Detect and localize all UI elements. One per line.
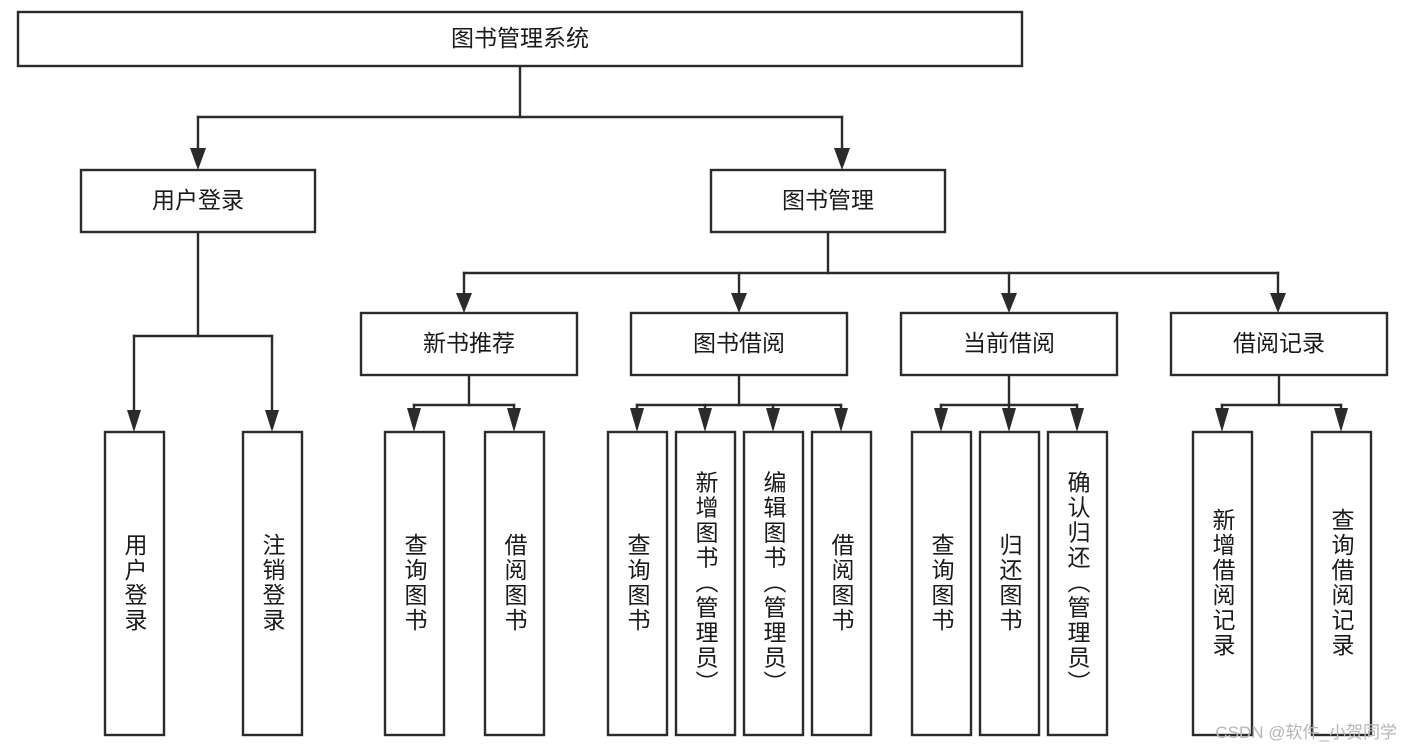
arrow-head-leaf-edit-book <box>766 408 780 432</box>
arrow-head-current-borrow <box>1001 293 1017 313</box>
node-new-book-recommend-label: 新书推荐 <box>423 330 515 356</box>
node-leaf-user-login[interactable]: 用户登录 <box>103 430 166 737</box>
node-leaf-add-book[interactable]: 新增图书（管理员） <box>674 430 737 737</box>
node-leaf-confirm-return-box[interactable] <box>1046 430 1109 737</box>
node-user-login-label: 用户登录 <box>152 187 244 213</box>
connector-group-current-borrow <box>934 373 1084 432</box>
node-leaf-confirm-return[interactable]: 确认归还（管理员） <box>1046 430 1109 737</box>
node-leaf-query-book-3[interactable]: 查询图书 <box>910 430 973 737</box>
node-leaf-query-book-3-box[interactable] <box>910 430 973 737</box>
node-book-manage-label: 图书管理 <box>782 187 874 213</box>
node-book-borrow-box[interactable] <box>629 311 849 377</box>
arrow-head-leaf-return-book <box>1002 408 1016 432</box>
node-leaf-edit-book-box[interactable] <box>742 430 805 737</box>
arrow-head-leaf-add-record <box>1215 408 1229 432</box>
arrow-head-leaf-add-book <box>698 408 712 432</box>
node-leaf-borrow-book-2[interactable]: 借阅图书 <box>810 430 873 737</box>
node-leaf-query-record-label: 查询借阅记录 <box>1328 508 1355 658</box>
node-leaf-query-book-1[interactable]: 查询图书 <box>383 430 446 737</box>
node-book-borrow-label: 图书借阅 <box>693 330 785 356</box>
arrow-head-leaf-borrow-book-2 <box>834 408 848 432</box>
node-leaf-edit-book-label: 编辑图书（管理员） <box>760 471 787 696</box>
node-leaf-query-record[interactable]: 查询借阅记录 <box>1310 430 1373 737</box>
node-leaf-borrow-book-1-box[interactable] <box>483 430 546 737</box>
node-leaf-add-book-box[interactable] <box>674 430 737 737</box>
node-leaf-logout-login[interactable]: 注销登录 <box>241 430 304 737</box>
node-book-manage-box[interactable] <box>709 168 947 234</box>
arrow-head-book-borrow <box>731 293 747 313</box>
arrow-head-leaf-query-book-2 <box>630 408 644 432</box>
connector-group-book-borrow <box>630 373 848 432</box>
node-current-borrow-box[interactable] <box>899 311 1119 377</box>
connector-group-new-book-recommend <box>407 373 521 432</box>
node-root[interactable]: 图书管理系统 <box>16 10 1024 68</box>
node-borrow-record-label: 借阅记录 <box>1233 330 1325 356</box>
node-leaf-borrow-book-1-label: 借阅图书 <box>501 533 528 633</box>
node-leaf-edit-book[interactable]: 编辑图书（管理员） <box>742 430 805 737</box>
node-current-borrow[interactable]: 当前借阅 <box>899 311 1119 377</box>
node-root-label: 图书管理系统 <box>451 25 589 51</box>
arrow-head-leaf-query-record <box>1334 408 1348 432</box>
connector-group-user-login <box>127 230 279 432</box>
node-leaf-add-book-label: 新增图书（管理员） <box>692 471 719 696</box>
node-leaf-query-book-2-label: 查询图书 <box>624 533 651 633</box>
node-leaf-user-login-label: 用户登录 <box>121 533 148 633</box>
connector-group-borrow-record <box>1215 373 1348 432</box>
node-leaf-borrow-book-1[interactable]: 借阅图书 <box>483 430 546 737</box>
node-root-box[interactable] <box>16 10 1024 68</box>
node-leaf-borrow-book-2-label: 借阅图书 <box>828 533 855 633</box>
node-leaf-borrow-book-2-box[interactable] <box>810 430 873 737</box>
node-leaf-query-book-1-label: 查询图书 <box>401 533 428 633</box>
node-borrow-record-box[interactable] <box>1169 311 1389 377</box>
node-leaf-query-book-1-box[interactable] <box>383 430 446 737</box>
node-leaf-query-book-3-label: 查询图书 <box>928 533 955 633</box>
node-leaf-return-book-label: 归还图书 <box>996 533 1023 633</box>
node-leaf-return-book[interactable]: 归还图书 <box>978 430 1041 737</box>
node-leaf-return-book-box[interactable] <box>978 430 1041 737</box>
connector-group-book-manage <box>456 230 1286 313</box>
connector-group-root <box>190 64 850 170</box>
node-user-login-box[interactable] <box>79 168 317 234</box>
node-leaf-add-record-label: 新增借阅记录 <box>1209 508 1236 658</box>
node-leaf-query-book-2[interactable]: 查询图书 <box>606 430 669 737</box>
arrow-head-leaf-user-login <box>127 410 141 432</box>
node-leaf-logout-login-label: 注销登录 <box>259 533 286 633</box>
node-new-book-recommend-box[interactable] <box>359 311 579 377</box>
node-leaf-query-book-2-box[interactable] <box>606 430 669 737</box>
arrow-head-user-login <box>190 148 206 170</box>
arrow-head-new-book-recommend <box>456 293 472 313</box>
arrow-head-leaf-borrow-book-1 <box>507 408 521 432</box>
csdn-watermark: CSDN @软件_小贺同学 <box>1215 723 1397 742</box>
arrow-head-book-manage <box>834 148 850 170</box>
node-book-borrow[interactable]: 图书借阅 <box>629 311 849 377</box>
node-leaf-add-record-box[interactable] <box>1191 430 1254 737</box>
node-leaf-query-record-box[interactable] <box>1310 430 1373 737</box>
node-current-borrow-label: 当前借阅 <box>963 330 1055 356</box>
node-new-book-recommend[interactable]: 新书推荐 <box>359 311 579 377</box>
node-leaf-user-login-box[interactable] <box>103 430 166 737</box>
node-book-manage[interactable]: 图书管理 <box>709 168 947 234</box>
node-leaf-confirm-return-label: 确认归还（管理员） <box>1064 471 1091 696</box>
arrow-head-leaf-query-book-1 <box>407 408 421 432</box>
node-borrow-record[interactable]: 借阅记录 <box>1169 311 1389 377</box>
node-leaf-add-record[interactable]: 新增借阅记录 <box>1191 430 1254 737</box>
arrow-head-leaf-confirm-return <box>1070 408 1084 432</box>
arrow-head-borrow-record <box>1270 293 1286 313</box>
node-user-login[interactable]: 用户登录 <box>79 168 317 234</box>
arrow-head-leaf-logout-login <box>265 410 279 432</box>
arrow-head-leaf-query-book-3 <box>934 408 948 432</box>
node-leaf-logout-login-box[interactable] <box>241 430 304 737</box>
